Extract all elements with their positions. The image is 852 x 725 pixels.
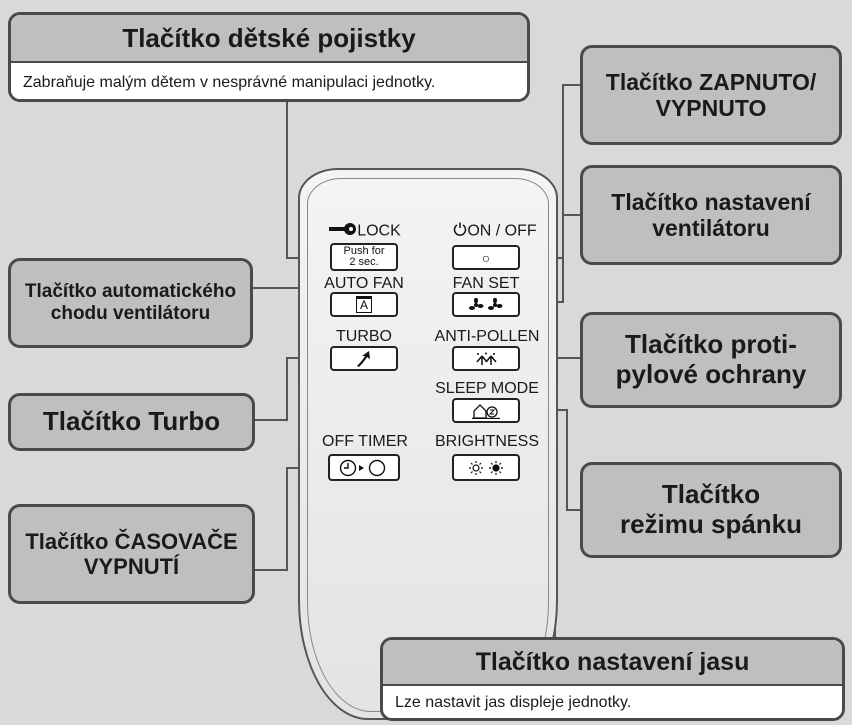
- sleep-house-icon: [472, 403, 500, 419]
- callout-off-timer: Tlačítko ČASOVAČE VYPNUTÍ: [8, 504, 255, 604]
- callout-sleep-mode: Tlačítko režimu spánku: [580, 462, 842, 558]
- on-off-button[interactable]: ○: [452, 245, 520, 270]
- anti-pollen-icon: [473, 352, 499, 366]
- callout-on-off: Tlačítko ZAPNUTO/ VYPNUTO: [580, 45, 842, 145]
- turbo-label: TURBO: [336, 328, 392, 345]
- fan-set-label: FAN SET: [452, 275, 520, 292]
- turbo-button[interactable]: [330, 346, 398, 371]
- brightness-label: BRIGHTNESS: [434, 433, 539, 450]
- off-timer-label: OFF TIMER: [322, 433, 408, 450]
- lock-label: LOCK: [357, 222, 401, 240]
- callout-brightness-description: Lze nastavit jas displeje jednotky.: [383, 686, 842, 718]
- auto-fan-button[interactable]: A: [330, 292, 398, 317]
- auto-fan-label: AUTO FAN: [324, 275, 404, 292]
- fan-set-button[interactable]: [452, 292, 520, 317]
- callout-turbo: Tlačítko Turbo: [8, 393, 255, 451]
- callout-brightness: Tlačítko nastavení jasu Lze nastavit jas…: [380, 637, 845, 721]
- on-off-label: ON / OFF: [467, 222, 537, 240]
- off-timer-button[interactable]: [328, 454, 400, 481]
- timer-icon: [339, 459, 389, 477]
- callout-child-lock-description: Zabraňuje malým dětem v nesprávné manipu…: [11, 63, 527, 99]
- lock-button-text: Push for 2 sec.: [343, 245, 385, 268]
- callout-child-lock: Tlačítko dětské pojistky Zabraňuje malým…: [8, 12, 530, 102]
- brightness-sun-icons: [467, 460, 505, 476]
- callout-child-lock-title: Tlačítko dětské pojistky: [11, 15, 527, 63]
- brightness-button[interactable]: [452, 454, 520, 481]
- callout-auto-fan: Tlačítko automatického chodu ventilátoru: [8, 258, 253, 348]
- on-off-label-row: ON / OFF: [445, 222, 545, 241]
- turbo-arrow-icon: [355, 350, 373, 367]
- on-off-symbol: ○: [481, 249, 491, 266]
- sleep-mode-label: SLEEP MODE: [435, 380, 539, 397]
- fan-icons: [468, 297, 504, 312]
- callout-anti-pollen: Tlačítko proti- pylové ochrany: [580, 312, 842, 408]
- callout-fan-set: Tlačítko nastavení ventilátoru: [580, 165, 842, 265]
- sleep-mode-button[interactable]: [452, 398, 520, 423]
- key-icon: [329, 222, 357, 241]
- anti-pollen-label: ANTI-POLLEN: [434, 328, 540, 345]
- anti-pollen-button[interactable]: [452, 346, 520, 371]
- lock-label-row: LOCK: [320, 222, 410, 241]
- power-icon: [453, 222, 467, 241]
- callout-brightness-title: Tlačítko nastavení jasu: [383, 640, 842, 686]
- lock-button[interactable]: Push for 2 sec.: [330, 243, 398, 271]
- auto-fan-icon: A: [355, 296, 372, 313]
